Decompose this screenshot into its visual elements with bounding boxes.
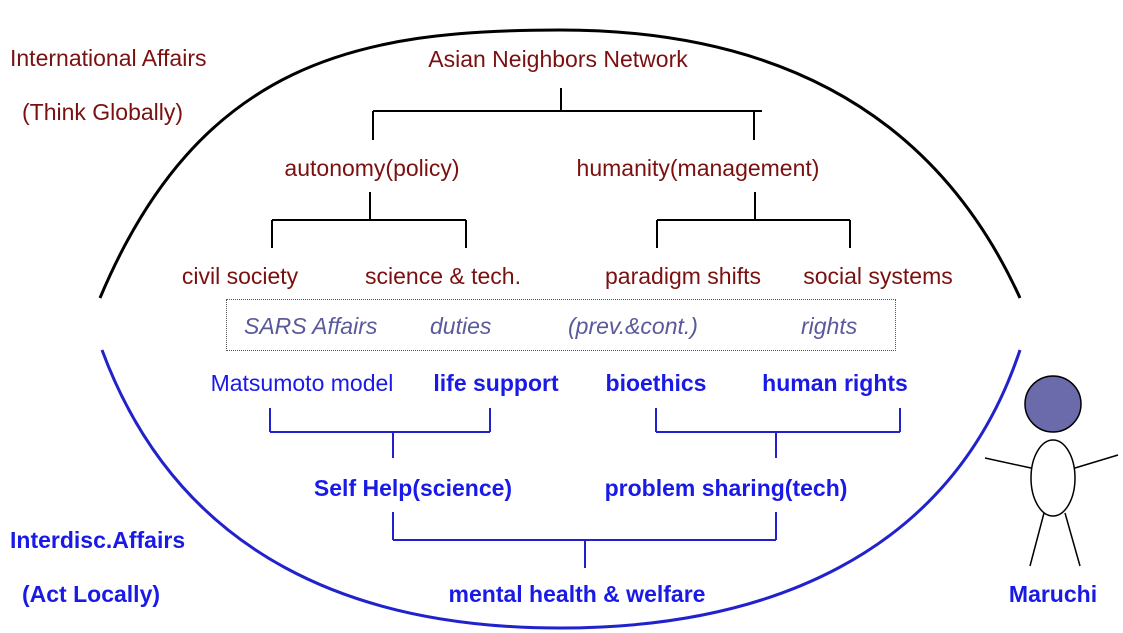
node-autonomy: autonomy(policy)	[284, 155, 460, 181]
figure-name: Maruchi	[1008, 581, 1098, 607]
bridge-prevention: (prev.&cont.)	[568, 313, 698, 339]
maruchi-figure	[984, 375, 1119, 567]
node-social-systems: social systems	[803, 263, 953, 289]
local-subtitle: (Act Locally)	[22, 581, 161, 607]
global-title: International Affairs	[10, 45, 207, 71]
root-node: Asian Neighbors Network	[428, 46, 688, 72]
node-mental-health: mental health & welfare	[448, 581, 706, 607]
global-tree-connectors	[271, 88, 851, 248]
node-civil-society: civil society	[181, 263, 299, 289]
local-tree-connectors	[269, 408, 901, 568]
bridge-rights: rights	[801, 313, 858, 339]
figure-body	[1030, 439, 1076, 517]
node-science-tech: science & tech.	[365, 263, 521, 289]
bridge-sars-affairs: SARS Affairs	[244, 313, 378, 339]
leaf-matsumoto-model: Matsumoto model	[210, 370, 394, 396]
figure-head	[1024, 375, 1082, 433]
node-problem-sharing: problem sharing(tech)	[604, 475, 848, 501]
global-subtitle: (Think Globally)	[22, 99, 184, 125]
local-title: Interdisc.Affairs	[10, 527, 186, 553]
leaf-life-support: life support	[433, 370, 559, 396]
local-arch	[100, 349, 1022, 630]
node-humanity: humanity(management)	[576, 155, 820, 181]
global-arch	[98, 28, 1022, 299]
node-paradigm-shifts: paradigm shifts	[605, 263, 761, 289]
bridge-duties: duties	[430, 313, 492, 339]
node-self-help: Self Help(science)	[313, 475, 513, 501]
leaf-human-rights: human rights	[762, 370, 908, 396]
bridge-box	[226, 299, 896, 351]
leaf-bioethics: bioethics	[605, 370, 707, 396]
